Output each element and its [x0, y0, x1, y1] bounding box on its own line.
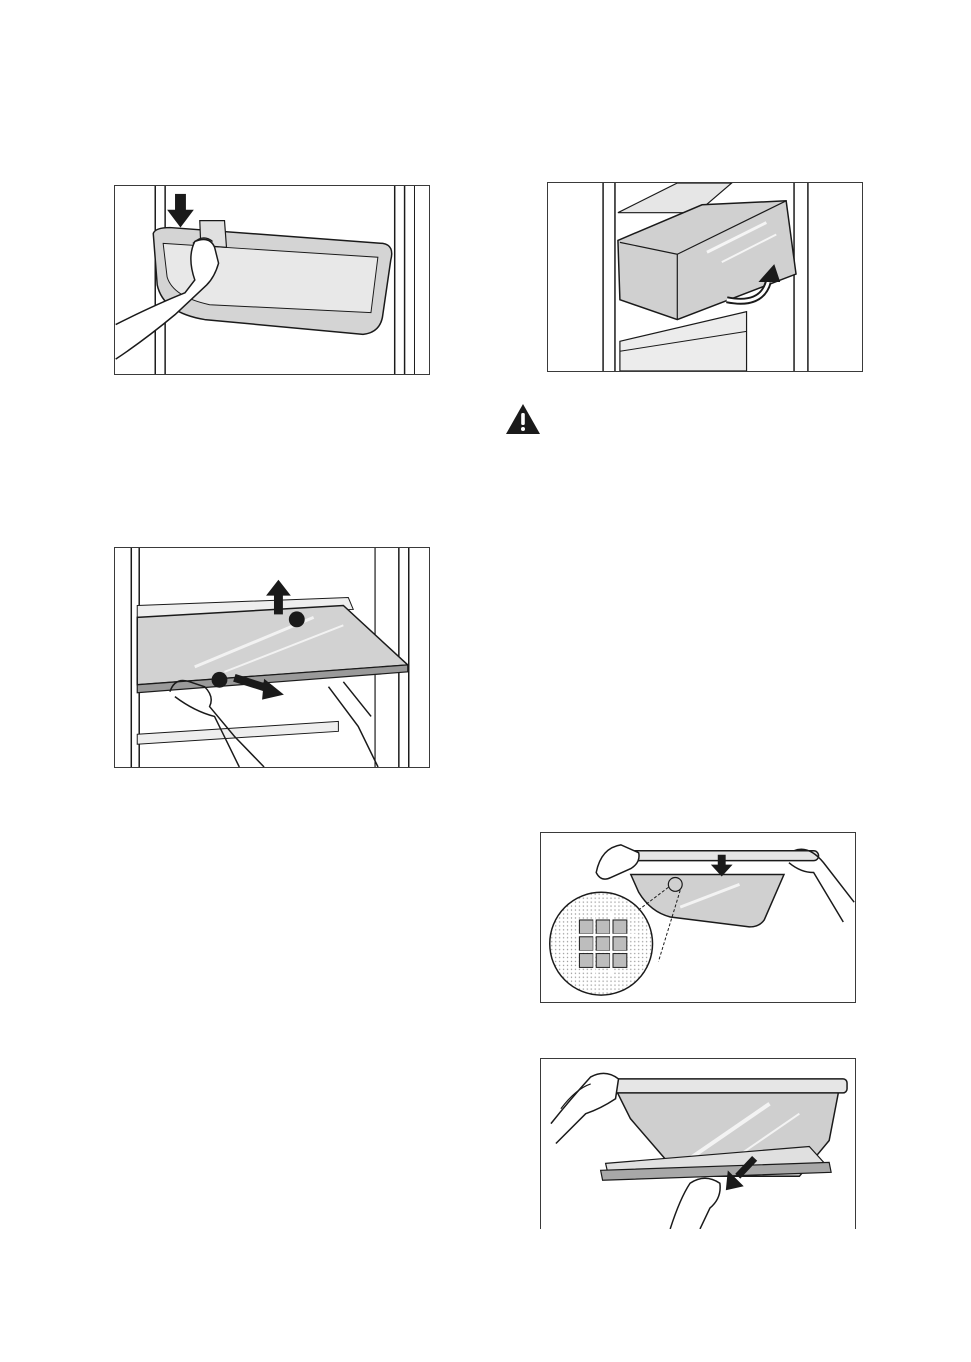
warning-triangle-icon — [505, 403, 541, 435]
door-balcony-illustration — [115, 186, 429, 374]
cover-pullout-illustration — [541, 1059, 855, 1229]
drawer-lift-illustration — [548, 183, 862, 371]
figure-drawer-lift — [547, 182, 863, 372]
cover-detail-illustration — [541, 833, 855, 1002]
shelf-removal-illustration — [115, 548, 429, 767]
figure-cover-detail — [540, 832, 856, 1003]
press-down-arrow-icon — [167, 194, 194, 228]
figure-cover-pullout — [540, 1058, 856, 1229]
figure-door-balcony-removal — [114, 185, 430, 375]
figure-shelf-removal — [114, 547, 430, 768]
